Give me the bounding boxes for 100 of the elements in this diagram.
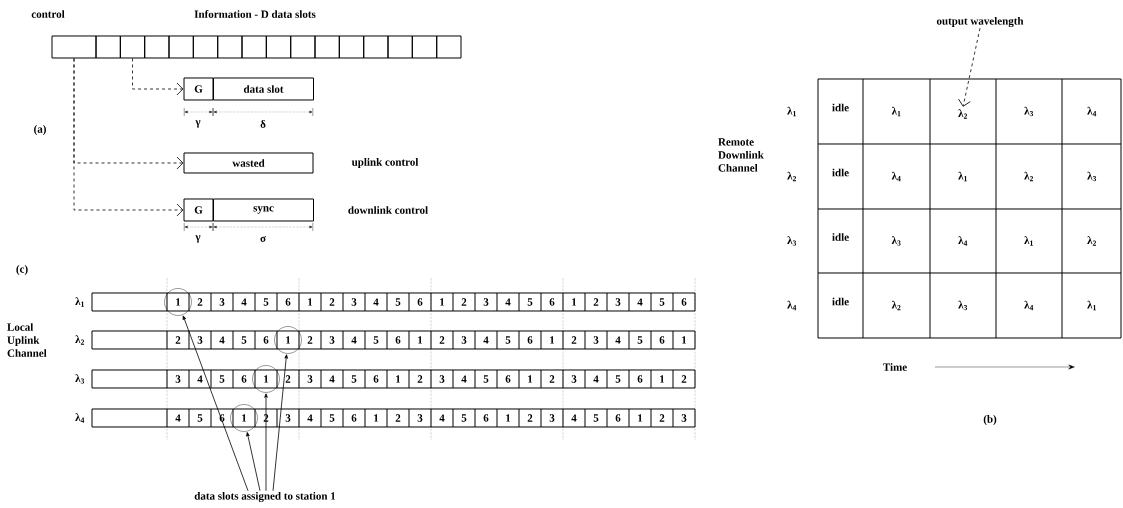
slot-number: 6 (527, 336, 533, 344)
slot-number: 5 (593, 414, 599, 422)
panel-label: (b) (983, 415, 997, 425)
arrow (73, 58, 184, 217)
slot-number: 5 (615, 375, 621, 383)
slot-number: 2 (263, 414, 269, 422)
slot-number: 3 (439, 375, 445, 383)
slot-number: 6 (549, 298, 555, 306)
table-cell-text: idle (832, 103, 849, 112)
slot-number: 3 (417, 414, 423, 422)
slot-number: 3 (461, 336, 467, 344)
slot-number: 3 (197, 336, 203, 344)
slot-number: 1 (308, 298, 313, 306)
slot-number: 4 (307, 414, 313, 422)
slot-number: 6 (285, 298, 291, 306)
row-label: λ$_{4}$ (75, 413, 85, 423)
axis-title: Local Uplink Channel (7, 323, 47, 357)
slot-number: 1 (572, 298, 577, 306)
slot-number: 6 (483, 414, 489, 422)
slot-number: 1 (660, 375, 665, 383)
slot-number: 6 (615, 414, 621, 422)
table-cell-text: idle (832, 233, 849, 241)
slot-number: 4 (351, 336, 357, 344)
slot-number: 5 (219, 375, 225, 383)
table-cell-text: λ$_{4}$ (891, 171, 901, 182)
table-cell-text: λ$_{1}$ (958, 171, 967, 182)
control-slot (51, 35, 97, 59)
slot-number: 5 (351, 375, 357, 383)
slot-number: 2 (329, 298, 335, 306)
circled-slot: 1 (164, 288, 192, 316)
axis-title: Remote Downlink Channel (718, 138, 764, 172)
row-label: λ$_{2}$ (787, 171, 797, 182)
guard-box: G (183, 77, 214, 101)
slot-number: 4 (461, 375, 467, 383)
leader-line (272, 354, 288, 492)
data-slot-cell (119, 35, 146, 59)
table-cell-text: λ$_{1}$ (1087, 300, 1096, 311)
slot-number: 6 (659, 336, 665, 344)
table-cell-text: λ$_{3}$ (958, 300, 968, 311)
leader-line (246, 432, 261, 492)
slot-number: 2 (571, 336, 577, 344)
slot-number: 2 (417, 375, 423, 383)
annotation-text: output wavelength (936, 16, 1024, 27)
slot-number: 4 (593, 375, 599, 383)
circled-slot: 1 (274, 326, 302, 354)
table-cell-text: λ$_{1}$ (1024, 236, 1033, 246)
panel-label: (a) (34, 125, 46, 135)
axis-title: Time (883, 363, 907, 371)
slot-number: 3 (307, 375, 313, 383)
slot-number: 1 (682, 336, 687, 344)
slot-number: 3 (483, 298, 489, 306)
slot-number: 4 (373, 298, 379, 306)
slot-number: 2 (527, 414, 533, 422)
table-cell-text: λ$_{2}$ (1087, 236, 1097, 246)
slot-number: 4 (241, 298, 247, 306)
slot-number: 6 (637, 375, 643, 383)
slot-number: 1 (528, 375, 533, 383)
slot-number: 4 (571, 414, 577, 422)
slot-number: 3 (681, 414, 687, 422)
table-cell-text: λ$_{3}$ (891, 236, 901, 246)
slot-number: 2 (439, 336, 445, 344)
circled-slot: 1 (230, 404, 258, 432)
slot-number: 3 (351, 298, 357, 306)
slot-number: 1 (506, 414, 511, 422)
slot-number: 5 (263, 298, 269, 306)
slot-number: 3 (615, 298, 621, 306)
slot-number: 5 (527, 298, 533, 306)
slot-number: 3 (329, 336, 335, 344)
table-cell-text: idle (832, 297, 849, 306)
table-cell-text: λ$_{4}$ (1024, 300, 1034, 311)
slot-number: 6 (505, 375, 511, 383)
leader-line (182, 315, 249, 492)
dimension-label: γ (195, 120, 201, 128)
arrow (958, 27, 981, 107)
slot-number: 3 (593, 336, 599, 344)
annotation-text: data slots assigned to station 1 (194, 491, 336, 502)
slot-number: 6 (219, 414, 225, 422)
slot-number: 1 (638, 414, 643, 422)
slot-number: 4 (175, 414, 181, 422)
slot-number: 3 (571, 375, 577, 383)
row-label: λ$_{3}$ (787, 236, 797, 246)
panel-label: (c) (16, 265, 28, 275)
row-label: λ$_{2}$ (75, 335, 85, 345)
slot-caption: uplink control (351, 158, 419, 168)
row-label: λ$_{3}$ (75, 374, 85, 384)
table-cell-text: λ$_{1}$ (891, 106, 901, 117)
slot-number: 1 (374, 414, 379, 422)
row-label: λ$_{1}$ (787, 106, 796, 117)
slot-number: 4 (219, 336, 225, 344)
slot-number: 6 (681, 298, 687, 306)
slot-box: wasted (183, 152, 314, 174)
table-cell-text: λ$_{2}$ (1024, 171, 1034, 182)
slot-number: 5 (329, 414, 335, 422)
arrow (132, 58, 184, 96)
slot-number: 6 (263, 336, 269, 344)
slot-number: 4 (505, 298, 511, 306)
leader-line (264, 393, 268, 492)
slot-number: 6 (417, 298, 423, 306)
slot-number: 1 (418, 336, 423, 344)
slot-number: 2 (395, 414, 401, 422)
